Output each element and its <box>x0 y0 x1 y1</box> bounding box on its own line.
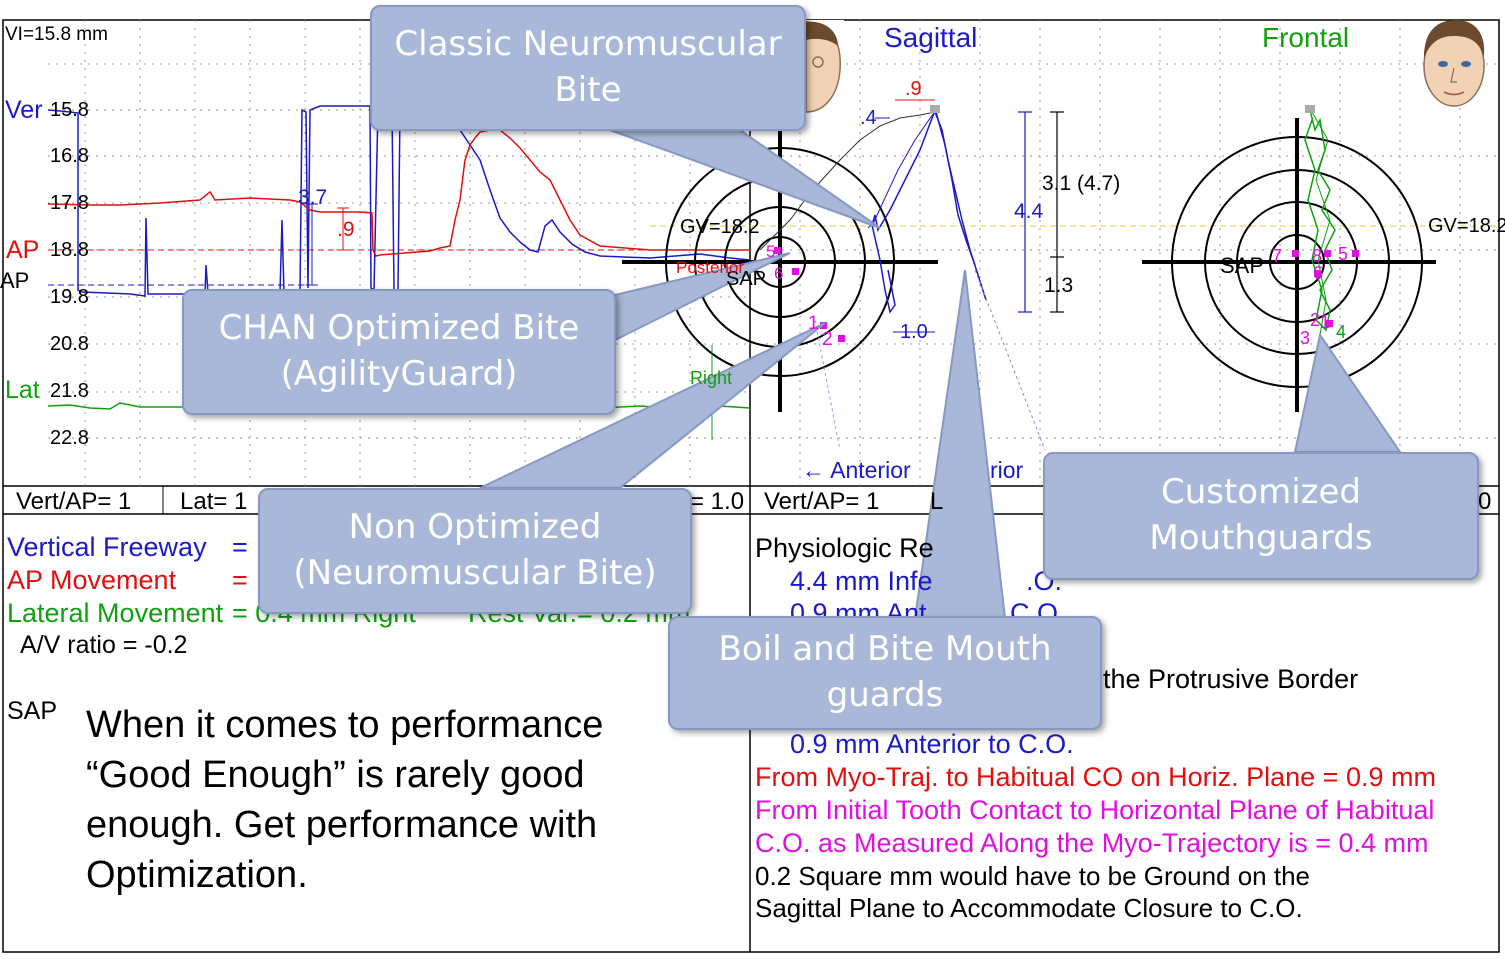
vert-ap-right: Vert/AP= 1 <box>764 488 880 515</box>
callout-non-optimized: Non Optimized (Neuromuscular Bite) <box>258 488 692 614</box>
v-lower: 1.3 <box>1044 274 1074 297</box>
channel-ap-label: AP <box>6 236 40 264</box>
tooth-contact-line-2: C.O. as Measured Along the Myo-Trajector… <box>755 828 1429 858</box>
frontal-point-label: 5 <box>1338 244 1349 264</box>
frontal-gv: GV=18.2 <box>1428 215 1505 237</box>
y-tick: 21.8 <box>50 380 89 402</box>
eq-sign: = <box>232 532 248 562</box>
ground-line-2: Sagittal Plane to Accommodate Closure to… <box>755 893 1303 923</box>
frontal-points <box>1292 250 1359 327</box>
ap-movement-label: AP Movement <box>7 565 177 595</box>
annot-9: .9 <box>337 218 355 241</box>
callout-chan-optimized: CHAN Optimized Bite (AgilityGuard) <box>182 289 616 415</box>
physiologic-line1: 4.4 mm Infe <box>790 566 933 596</box>
face-frontal-icon <box>1423 20 1485 107</box>
v-total: 4.4 <box>1014 200 1044 223</box>
myo-traj-line: From Myo-Traj. to Habitual CO on Horiz. … <box>755 762 1436 792</box>
sagittal-point-label: 5 <box>766 242 776 261</box>
sagittal-title: Sagittal <box>884 22 978 53</box>
dim-bottom: 1.0 <box>900 321 928 343</box>
lat-left: Lat= 1 <box>180 488 248 515</box>
channel-lat-label: Lat <box>5 376 40 404</box>
sagittal-point-label: 2 <box>822 329 833 350</box>
y-tick: 17.8 <box>50 192 89 214</box>
dim-small: .4 <box>860 107 877 129</box>
performance-paragraph: When it comes to performance “Good Enoug… <box>86 704 604 896</box>
frontal-point-label: 8 <box>1312 246 1323 266</box>
eq-sign: = <box>232 565 248 595</box>
callout-line: (Neuromuscular Bite) <box>293 553 657 593</box>
protrusive-border: the Protrusive Border <box>1103 664 1359 694</box>
anterior-label-left: ← Anterior <box>802 457 911 483</box>
y-tick: 16.8 <box>50 145 89 167</box>
frontal-point-label: 4 <box>1336 322 1347 342</box>
v-upper: 3.1 (4.7) <box>1042 172 1121 195</box>
callout-line: (AgilityGuard) <box>280 354 518 394</box>
frontal-point-label: 7 <box>1272 246 1283 266</box>
frontal-sap: SAP <box>1220 253 1265 278</box>
frontal-title: Frontal <box>1262 22 1350 53</box>
frontal-target <box>1142 118 1436 412</box>
dim-top: .9 <box>905 78 922 100</box>
grid <box>48 20 1499 486</box>
callout-customized-mouthguards: Customized Mouthguards <box>1043 452 1479 580</box>
callout-line: guards <box>826 675 944 715</box>
sagittal-point-label: 6 <box>774 264 784 283</box>
right-val-right: 0 <box>1478 488 1492 515</box>
ground-line-1: 0.2 Square mm would have to be Ground on… <box>755 861 1311 891</box>
callout-line: Non Optimized <box>348 507 602 548</box>
callout-line: Boil and Bite Mouth <box>718 629 1052 670</box>
vert-ap-left: Vert/AP= 1 <box>16 488 132 515</box>
right-label: Right <box>690 368 733 388</box>
annot-3-7: 3.7 <box>298 186 328 209</box>
y-tick: 15.8 <box>50 99 89 121</box>
callout-line: Bite <box>554 70 622 110</box>
callout-line: CHAN Optimized Bite <box>218 308 580 349</box>
vi-label: VI=15.8 mm <box>5 24 108 45</box>
physiologic-heading: Physiologic Re <box>755 533 934 563</box>
y-tick: 19.8 <box>50 286 89 308</box>
y-tick: 18.8 <box>50 239 89 261</box>
ap-trace <box>47 129 750 257</box>
right-val-left: = 1.0 <box>690 488 745 515</box>
face-profile-icon <box>802 20 844 115</box>
frontal-point-label: 1 <box>1320 312 1331 332</box>
lateral-movement-label: Lateral Movement <box>7 598 224 628</box>
frontal-point-label: 3 <box>1300 328 1311 348</box>
sagittal-sap: SAP <box>726 268 767 290</box>
anterior-label-right: rior <box>990 457 1024 483</box>
posterior-label: Posterior <box>676 258 745 277</box>
callout-line: Classic Neuromuscular <box>394 24 782 65</box>
tooth-contact-line-1: From Initial Tooth Contact to Horizontal… <box>755 795 1435 825</box>
vertical-freeway-label: Vertical Freeway <box>7 532 207 562</box>
y-tick: 22.8 <box>50 427 89 449</box>
sagittal-point-label: 1 <box>808 313 819 334</box>
sagittal-gv: GV=18.2 <box>680 216 760 238</box>
callout-line: Customized Mouthguards <box>1149 472 1373 558</box>
sap-label: SAP <box>7 697 58 725</box>
frontal-point-label: 2 <box>1310 310 1321 330</box>
frontal-point-label: 6 <box>1313 263 1324 283</box>
channel-ver-label: Ver <box>5 96 43 124</box>
callout-boil-and-bite: Boil and Bite Mouth guards <box>668 616 1102 730</box>
anterior-co: 0.9 mm Anterior to C.O. <box>790 729 1074 759</box>
l-right: L <box>930 488 944 515</box>
y-tick: 20.8 <box>50 333 89 355</box>
ap-left-label: AP <box>0 268 30 293</box>
sagittal-points <box>774 247 845 342</box>
av-ratio: A/V ratio = -0.2 <box>20 631 188 659</box>
